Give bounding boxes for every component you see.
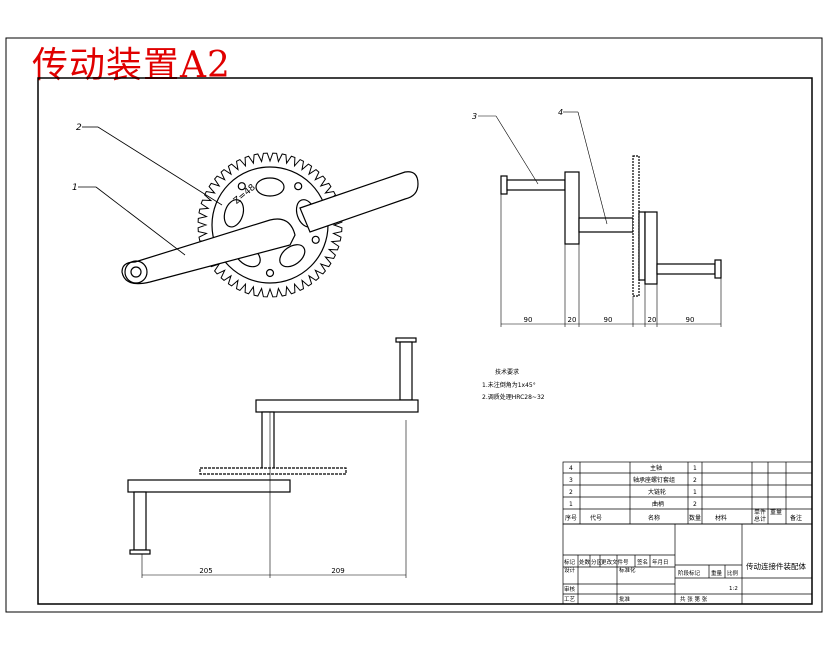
dim-side-5: 90 (686, 316, 695, 324)
title-block-text: 标记 处数 分区 更改文件号 签名 年月日 设计 标准化 审核 工艺 批准 阶段… (564, 558, 806, 603)
bom-header-weight3: 总计 (754, 515, 766, 523)
bom-name: 轴承座螺钉套组 (633, 476, 675, 484)
bom-no: 3 (569, 477, 573, 484)
dim-side-2: 20 (568, 316, 577, 324)
chainring-bolt (294, 182, 303, 191)
tb-scale-value: 1:2 (729, 586, 738, 592)
dim-side-4: 20 (648, 316, 657, 324)
tech-req-title: 技术要求 (495, 368, 519, 376)
bom-name: 曲柄 (652, 500, 664, 508)
crank-arm (121, 171, 419, 285)
tb-stage: 阶段标记 (678, 569, 701, 577)
spider-cutout (255, 177, 285, 197)
bom-header-no: 序号 (565, 514, 577, 522)
tech-req-line-2: 2.调质处理HRC28~32 (482, 393, 545, 401)
bom-header-weight2: 重量 (770, 508, 782, 516)
bom-header-weight1: 单件 (754, 508, 766, 516)
tb-approve: 批准 (619, 595, 631, 603)
bom-header-qty: 数量 (689, 514, 701, 522)
tb-label-date: 年月日 (652, 558, 669, 566)
tb-label-change-doc: 更改文件号 (601, 558, 629, 566)
balloon-4: 4 (558, 108, 563, 117)
bom-no: 1 (569, 501, 573, 508)
tb-label-zone: 分区 (591, 558, 603, 566)
dim-side-1: 90 (524, 316, 533, 324)
dim-bottom-1: 205 (199, 567, 212, 575)
tb-design: 设计 (564, 566, 576, 574)
bottom-view-dimensions (141, 412, 407, 578)
bom-no: 2 (569, 489, 573, 496)
bom-header-note: 备注 (790, 514, 802, 522)
bom-qty: 2 (693, 477, 697, 484)
balloon-3: 3 (472, 112, 477, 121)
balloon-1-front: 1 (72, 183, 78, 193)
bom-table (562, 461, 813, 525)
tb-label-mark: 标记 (564, 558, 576, 566)
bom-no: 4 (569, 465, 573, 472)
tb-weight: 重量 (711, 569, 723, 577)
bom-header-code: 代号 (590, 514, 602, 522)
tb-label-count: 处数 (579, 558, 591, 566)
tb-label-sign: 签名 (637, 558, 648, 566)
dim-side-3: 90 (604, 316, 613, 324)
front-view (121, 152, 419, 298)
title-block (562, 523, 813, 605)
tb-standard: 标准化 (619, 566, 636, 574)
tb-sheets: 共 张 第 张 (680, 595, 708, 603)
bom-qty: 1 (693, 465, 697, 472)
side-view-dimensions (478, 111, 722, 327)
side-view (500, 155, 722, 297)
bom-header-name: 名称 (648, 514, 660, 522)
bom-header-material: 材料 (715, 514, 727, 522)
chainring-bolt (311, 235, 320, 244)
tb-review: 审核 (564, 585, 576, 593)
drawing-watermark-title: 传动装置A2 (32, 45, 231, 86)
bottom-view (127, 337, 419, 555)
balloon-2-front: 2 (76, 123, 82, 133)
bom-rows: 4 主轴 1 3 轴承座螺钉套组 2 2 大链轮 1 1 曲柄 2 序号 代号 … (565, 464, 802, 523)
chainring-bolt (237, 182, 246, 191)
tech-req-line-1: 1.未注倒角为1x45° (482, 381, 536, 389)
tb-scale: 比例 (727, 569, 739, 577)
inner-border (37, 77, 813, 605)
spider-cutout (223, 199, 245, 228)
tb-drawing-name: 传动连接件装配体 (746, 561, 806, 571)
bom-name: 大链轮 (648, 488, 666, 496)
bom-qty: 2 (693, 501, 697, 508)
bom-qty: 1 (693, 489, 697, 496)
bom-name: 主轴 (650, 464, 662, 472)
spider-cutout (279, 244, 306, 268)
chainring-bolt (265, 268, 275, 278)
outer-border (5, 37, 823, 613)
dim-bottom-2: 209 (331, 567, 344, 575)
tb-process: 工艺 (564, 596, 576, 603)
